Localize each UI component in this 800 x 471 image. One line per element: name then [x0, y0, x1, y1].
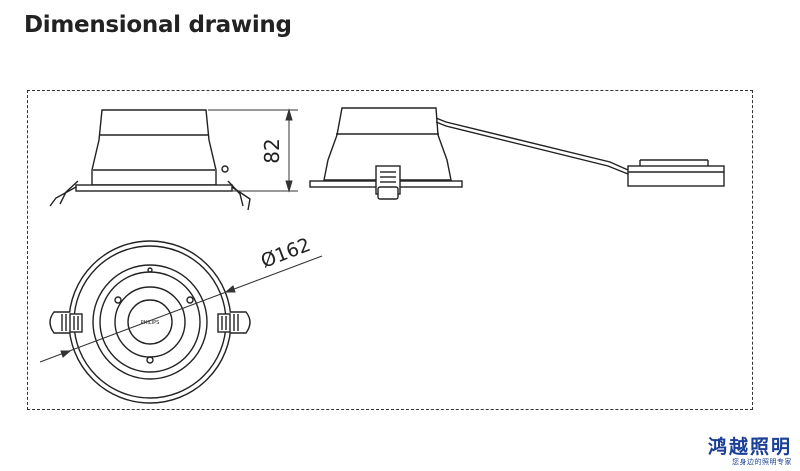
- lamp-brand-label: PHILIPS: [141, 320, 160, 326]
- height-label: 82: [260, 138, 284, 163]
- page-title: Dimensional drawing: [24, 12, 292, 38]
- watermark-sub-text: 您身边的照明专家: [732, 458, 792, 466]
- height-dimension: [208, 108, 298, 193]
- watermark: 鸿越照明 您身边的照明专家: [708, 436, 792, 467]
- watermark-main-text: 鸿越照明: [707, 436, 792, 458]
- drawing-frame: [27, 90, 753, 410]
- diameter-label: Ø162: [258, 234, 314, 273]
- top-view: [49, 240, 251, 404]
- diameter-dimension: [39, 255, 323, 363]
- side-view-left: [49, 109, 251, 211]
- side-view-right: [309, 107, 725, 200]
